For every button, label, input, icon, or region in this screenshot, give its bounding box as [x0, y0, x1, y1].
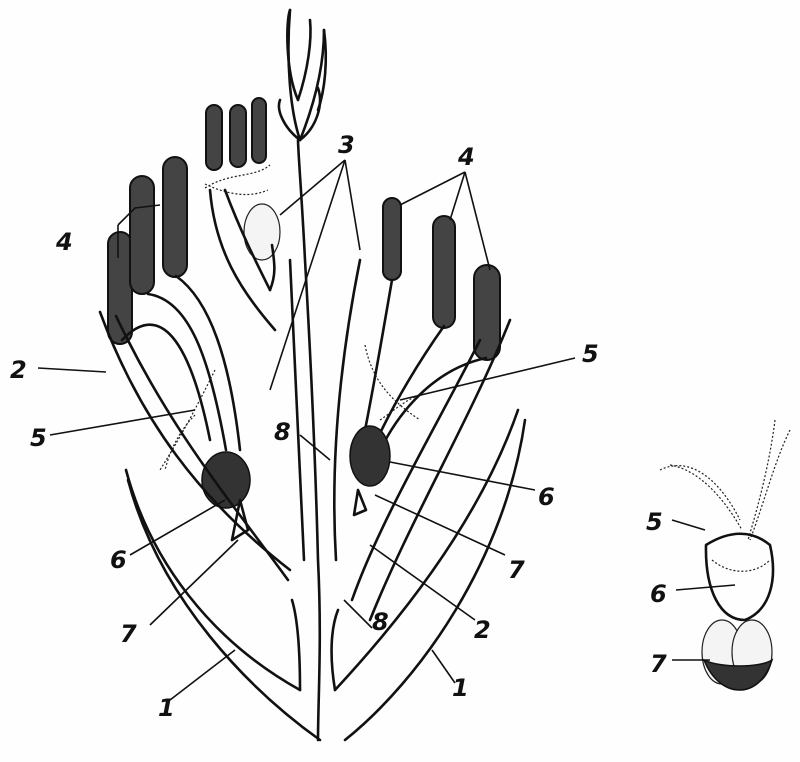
- label-6-right: 6: [538, 483, 555, 511]
- left-ovary: [202, 452, 250, 508]
- label-8-lower: 8: [372, 608, 389, 636]
- right-ovary: [350, 426, 390, 486]
- anther: [130, 176, 154, 294]
- central-axis: [279, 10, 324, 740]
- labels: 4 4 3 2 2 5 5 5 6 6 6 7 7 7 8 8 1 1: [10, 131, 667, 722]
- pistil-detail: [660, 420, 790, 690]
- label-6-detail: 6: [650, 580, 667, 608]
- anther: [163, 157, 187, 277]
- label-8-center: 8: [274, 418, 291, 446]
- upper-floret: [205, 98, 280, 330]
- label-2-right: 2: [474, 616, 491, 644]
- label-4-right: 4: [457, 143, 475, 171]
- left-floret: [100, 157, 320, 740]
- label-7-detail: 7: [650, 650, 667, 678]
- label-5-left: 5: [30, 424, 47, 452]
- label-7-right: 7: [508, 556, 525, 584]
- label-6-left: 6: [110, 546, 127, 574]
- anther: [433, 216, 455, 328]
- anther: [230, 105, 246, 167]
- anther: [206, 105, 222, 170]
- label-5-right: 5: [582, 340, 599, 368]
- label-5-detail: 5: [646, 508, 663, 536]
- label-4-left: 4: [55, 228, 73, 256]
- label-1-right: 1: [452, 674, 469, 702]
- label-1-left: 1: [158, 694, 175, 722]
- upper-ovary: [244, 204, 280, 260]
- anther: [252, 98, 266, 163]
- label-3: 3: [338, 131, 355, 159]
- anther: [383, 198, 401, 280]
- label-7-left: 7: [120, 620, 137, 648]
- label-2-left: 2: [10, 356, 27, 384]
